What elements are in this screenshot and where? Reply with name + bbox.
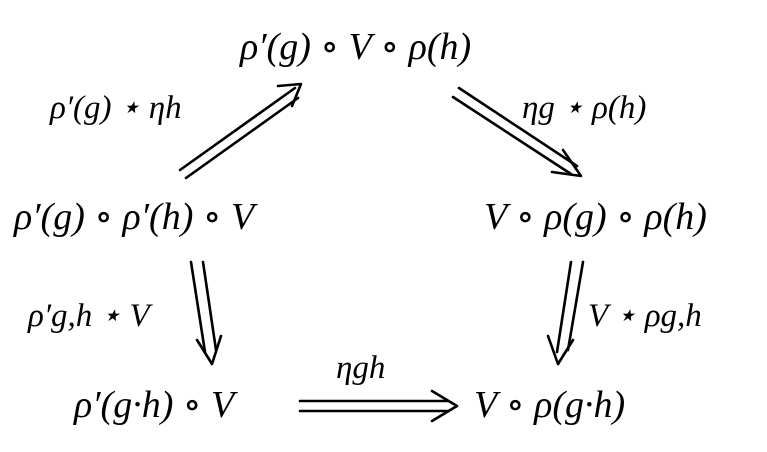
node-top: ρ′(g) ∘ V ∘ ρ(h) — [240, 26, 472, 68]
label-left-to-bottom-left: ρ′g,h ⋆ V — [28, 298, 150, 334]
label-right-to-bottom-right: V ⋆ ρg,h — [588, 298, 702, 334]
label-bottom-left-to-bottom-right: ηgh — [336, 350, 386, 386]
node-left: ρ′(g) ∘ ρ′(h) ∘ V — [14, 196, 255, 238]
node-bottom-right: V ∘ ρ(g·h) — [474, 384, 626, 426]
node-right: V ∘ ρ(g) ∘ ρ(h) — [484, 196, 707, 238]
arrow-left-to-bottom-left — [189, 260, 223, 366]
arrow-top-to-right — [451, 86, 583, 178]
label-top-to-right: ηg ⋆ ρ(h) — [522, 90, 647, 126]
arrow-bottom-left-to-bottom-right — [298, 389, 459, 423]
label-left-to-top: ρ′(g) ⋆ ηh — [50, 90, 182, 126]
arrow-right-to-bottom-right — [546, 260, 585, 366]
arrow-left-to-top — [178, 82, 303, 180]
node-bottom-left: ρ′(g·h) ∘ V — [74, 384, 235, 426]
